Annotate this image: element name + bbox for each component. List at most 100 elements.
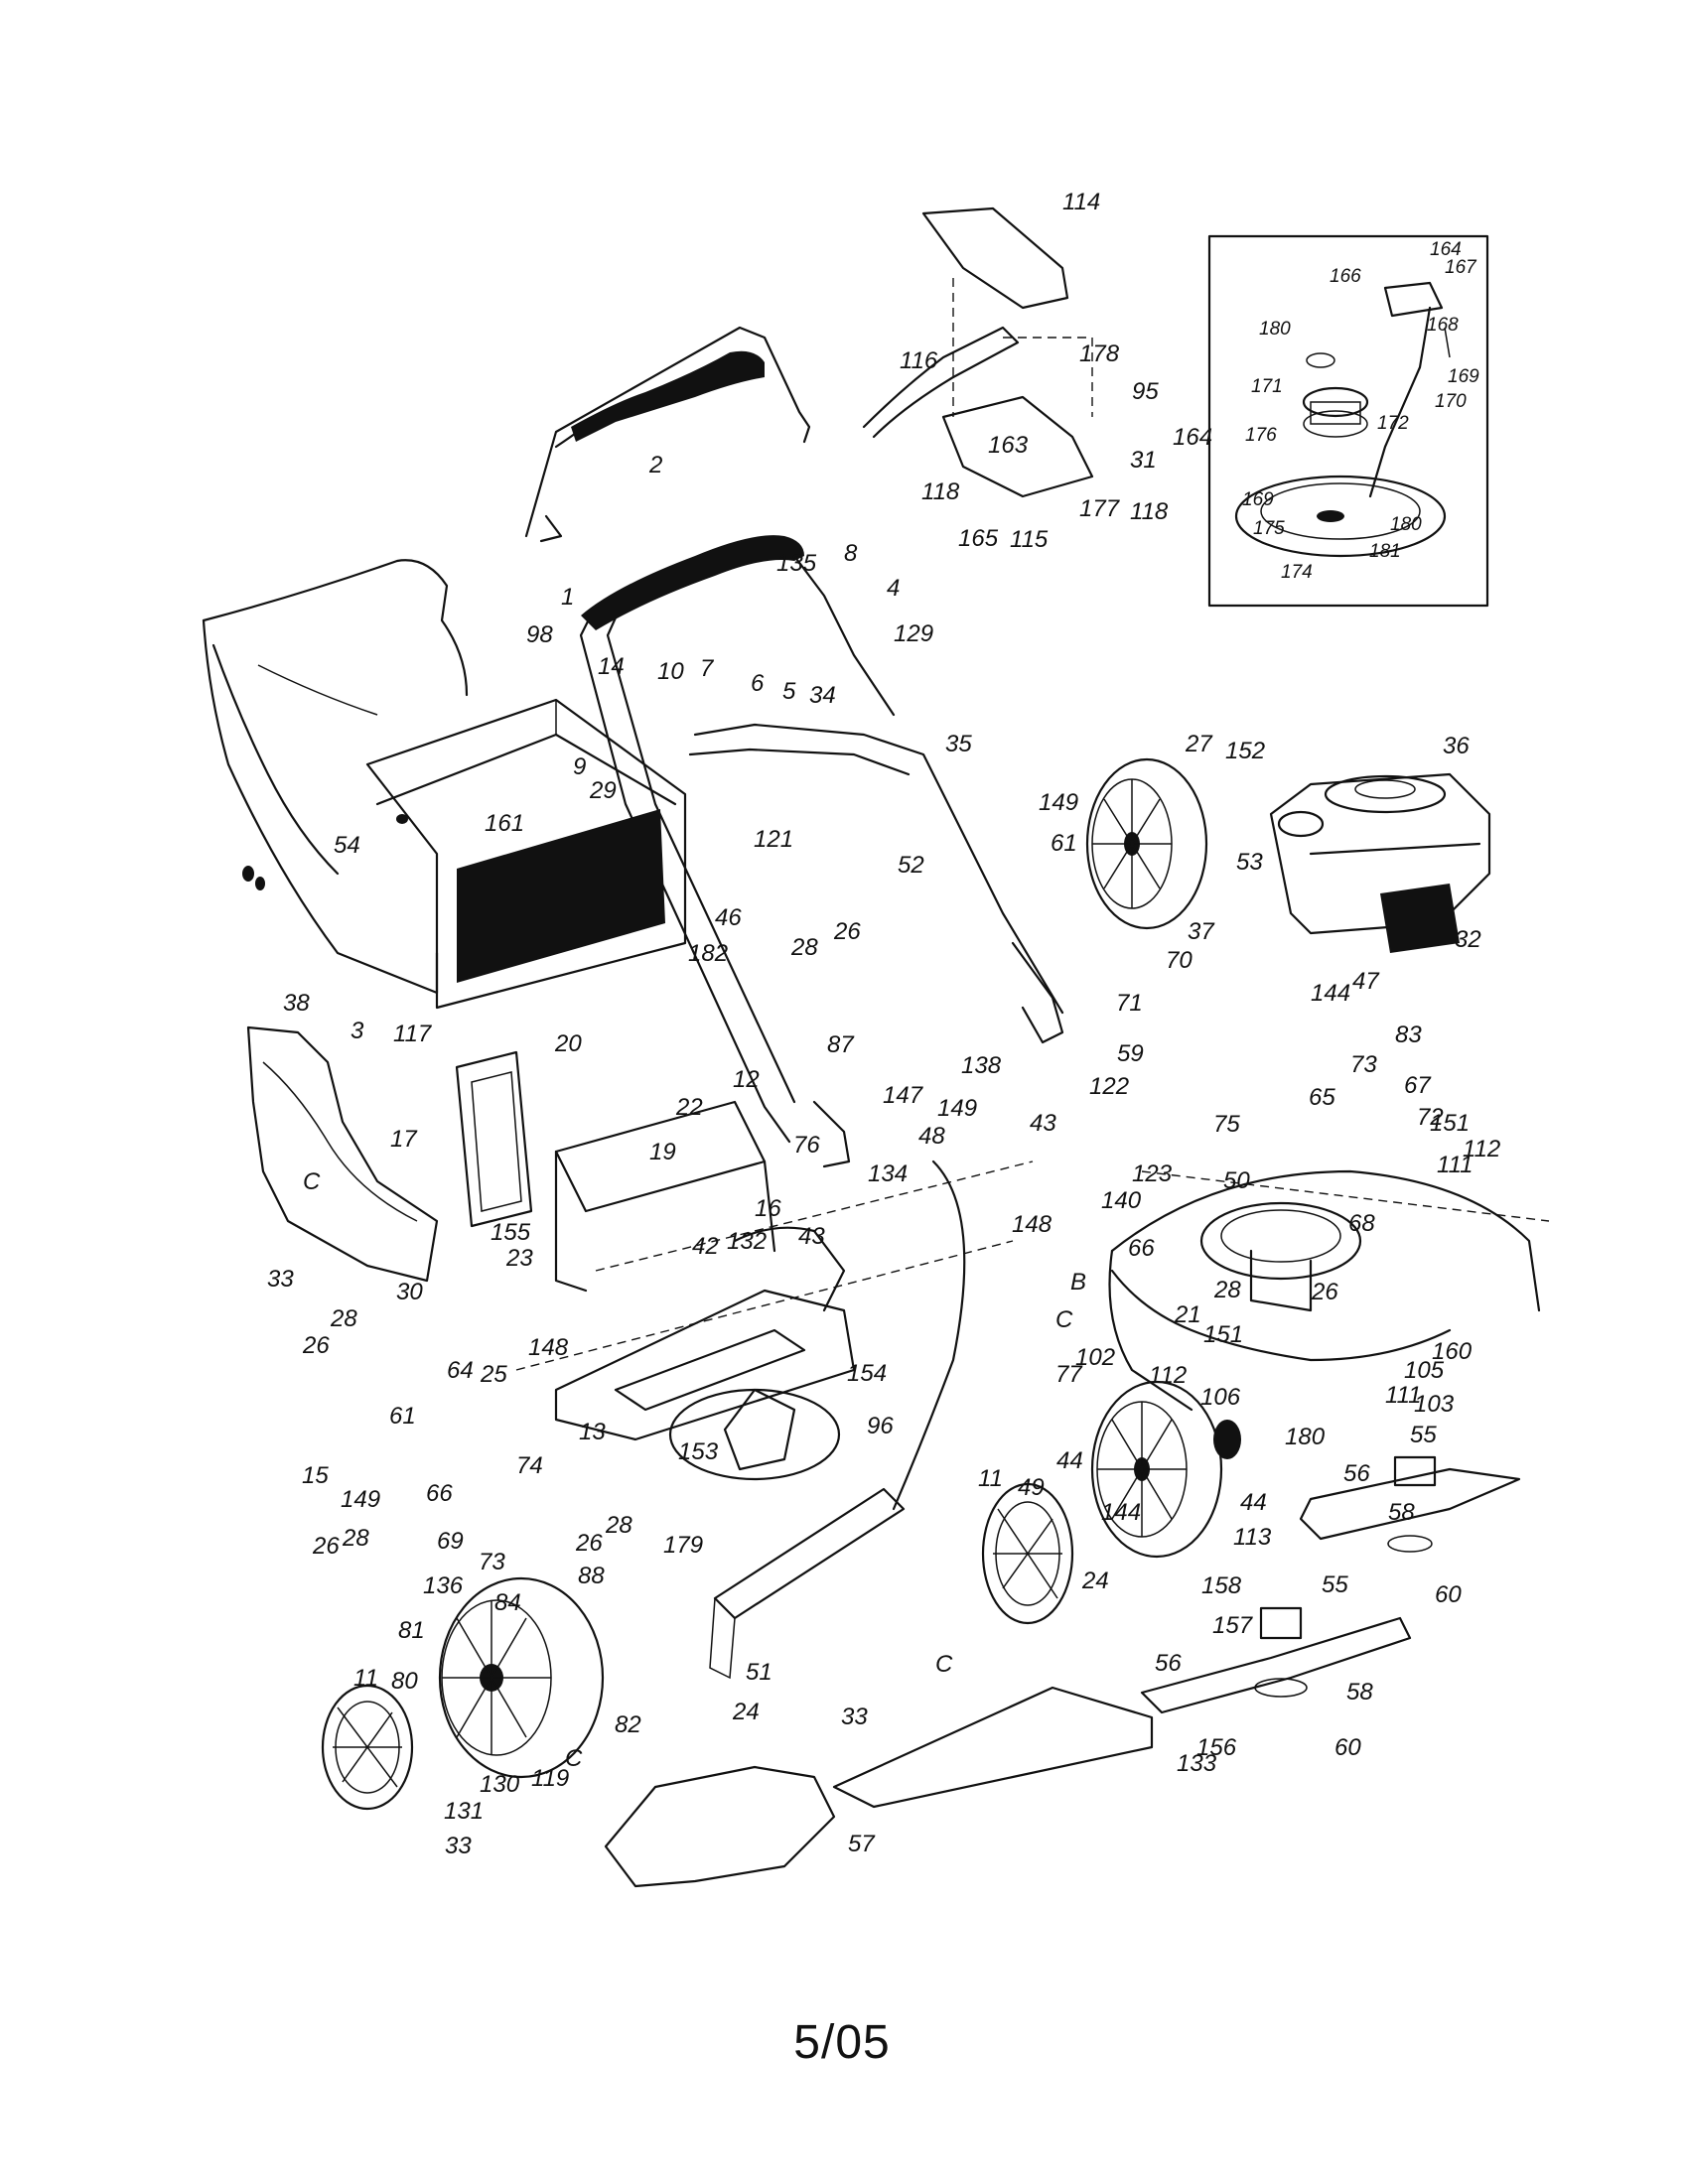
inset-part-label-181: 181 (1369, 541, 1401, 562)
part-label-7: 7 (700, 655, 715, 682)
part-label-133: 133 (1177, 1750, 1217, 1777)
part-label-118: 118 (921, 478, 960, 505)
part-label-103: 103 (1414, 1391, 1455, 1418)
part-label-112: 112 (1149, 1362, 1187, 1389)
part-label-20: 20 (554, 1030, 582, 1057)
part-label-28: 28 (330, 1305, 357, 1332)
side-skirt (832, 1686, 1154, 1809)
part-label-73: 73 (479, 1549, 505, 1575)
part-label-33: 33 (841, 1704, 868, 1730)
part-label-24: 24 (732, 1699, 760, 1725)
part-label-44: 44 (1240, 1489, 1267, 1516)
inset-part-label-176: 176 (1245, 425, 1277, 446)
mower-deck (515, 1100, 1550, 1511)
part-label-10: 10 (657, 658, 684, 685)
part-label-9: 9 (573, 753, 586, 780)
part-label-105: 105 (1404, 1357, 1445, 1384)
part-label-6: 6 (751, 670, 765, 697)
part-label-13: 13 (579, 1419, 606, 1445)
part-label-43: 43 (1030, 1110, 1056, 1137)
part-label-54: 54 (334, 832, 360, 859)
part-label-102: 102 (1075, 1344, 1115, 1371)
part-label-112: 112 (1463, 1136, 1500, 1162)
part-label-4: 4 (887, 575, 900, 602)
part-label-C: C (1055, 1306, 1073, 1333)
part-label-46: 46 (715, 904, 742, 931)
part-label-30: 30 (396, 1279, 423, 1305)
part-label-87: 87 (827, 1031, 855, 1058)
part-label-28: 28 (605, 1512, 632, 1539)
part-label-25: 25 (480, 1361, 507, 1388)
part-label-135: 135 (776, 550, 817, 577)
part-label-12: 12 (733, 1066, 760, 1093)
part-label-136: 136 (423, 1572, 464, 1599)
grass-bag (202, 559, 687, 1010)
part-label-23: 23 (505, 1245, 533, 1272)
part-label-129: 129 (894, 620, 933, 647)
part-label-24: 24 (1081, 1568, 1109, 1594)
part-label-113: 113 (1233, 1524, 1272, 1551)
part-label-69: 69 (437, 1528, 464, 1555)
part-label-56: 56 (1343, 1460, 1370, 1487)
part-label-2: 2 (648, 452, 662, 478)
part-label-61: 61 (389, 1403, 416, 1430)
part-label-122: 122 (1089, 1073, 1129, 1100)
part-label-118: 118 (1130, 498, 1169, 525)
part-label-15: 15 (302, 1462, 329, 1489)
control-panel (862, 206, 1094, 498)
part-label-117: 117 (393, 1021, 433, 1047)
part-label-130: 130 (480, 1771, 520, 1798)
part-label-36: 36 (1443, 733, 1470, 759)
part-label-182: 182 (688, 940, 728, 967)
part-label-76: 76 (793, 1132, 820, 1159)
inset-part-label-172: 172 (1377, 413, 1409, 434)
inset-part-label-170: 170 (1435, 391, 1467, 412)
part-label-64: 64 (447, 1357, 474, 1384)
part-label-49: 49 (1018, 1474, 1045, 1501)
part-label-119: 119 (531, 1765, 569, 1792)
part-label-163: 163 (988, 432, 1029, 459)
inset-part-label-180: 180 (1259, 319, 1291, 340)
part-label-C: C (565, 1745, 583, 1772)
part-label-58: 58 (1346, 1679, 1373, 1706)
part-label-147: 147 (883, 1082, 924, 1109)
part-label-50: 50 (1223, 1167, 1250, 1194)
part-label-151: 151 (1430, 1110, 1470, 1137)
part-label-106: 106 (1200, 1384, 1241, 1411)
part-label-29: 29 (589, 777, 617, 804)
part-label-55: 55 (1410, 1422, 1437, 1448)
part-label-60: 60 (1435, 1581, 1462, 1608)
part-label-153: 153 (678, 1438, 719, 1465)
part-label-81: 81 (398, 1617, 425, 1644)
part-label-31: 31 (1130, 447, 1157, 474)
blade-lower (1140, 1606, 1412, 1714)
part-label-66: 66 (1128, 1235, 1155, 1262)
inset-part-label-166: 166 (1330, 266, 1361, 287)
part-label-83: 83 (1395, 1022, 1422, 1048)
part-label-165: 165 (958, 525, 999, 552)
part-label-111: 111 (1437, 1152, 1473, 1178)
part-label-55: 55 (1322, 1571, 1348, 1598)
part-label-68: 68 (1348, 1210, 1375, 1237)
part-label-111: 111 (1385, 1382, 1421, 1409)
part-label-96: 96 (867, 1413, 894, 1439)
part-label-98: 98 (526, 621, 553, 648)
part-label-74: 74 (516, 1452, 543, 1479)
blade-upper (1299, 1455, 1521, 1553)
part-label-22: 22 (675, 1094, 703, 1121)
part-label-37: 37 (1188, 918, 1215, 945)
discharge-chute (246, 1025, 439, 1283)
part-label-47: 47 (1352, 968, 1380, 995)
inset-part-label-174: 174 (1281, 562, 1313, 583)
part-label-80: 80 (391, 1668, 418, 1695)
part-label-14: 14 (598, 653, 625, 680)
part-label-52: 52 (898, 852, 924, 879)
rear-skirt (604, 1765, 836, 1888)
rear-wheel-top (1085, 757, 1208, 930)
part-label-60: 60 (1334, 1734, 1361, 1761)
part-label-177: 177 (1079, 495, 1121, 522)
inset-drive-assembly (1207, 234, 1489, 608)
inset-part-label-168: 168 (1427, 315, 1459, 336)
part-label-B: B (1070, 1269, 1086, 1296)
part-label-38: 38 (283, 990, 310, 1017)
